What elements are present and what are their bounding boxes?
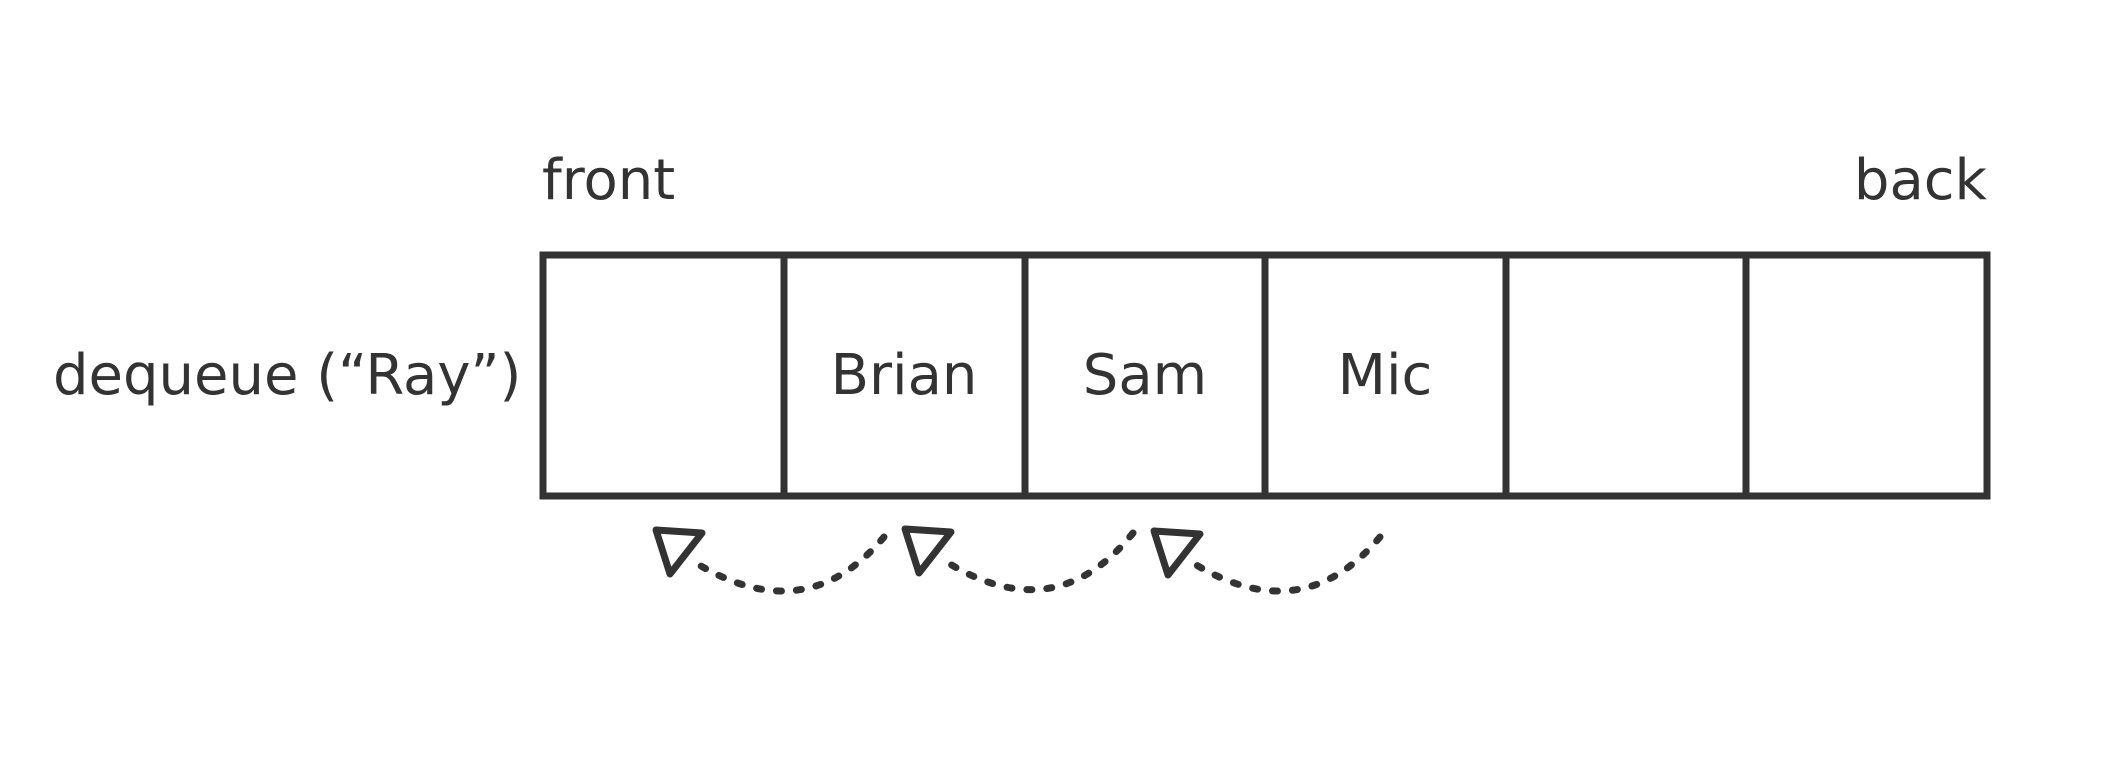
cell-3-text: Mic bbox=[1337, 343, 1433, 408]
shift-arrow-2 bbox=[901, 525, 1137, 594]
operation-label: dequeue (“Ray”) bbox=[53, 343, 522, 408]
shift-arrow-1 bbox=[652, 526, 888, 595]
back-label: back bbox=[1853, 148, 1987, 213]
shift-arrows bbox=[652, 525, 1384, 595]
shift-arrow-3 bbox=[1150, 527, 1384, 595]
front-label: front bbox=[542, 148, 676, 213]
cell-1-text: Brian bbox=[830, 343, 978, 408]
cell-dividers bbox=[780, 255, 1750, 496]
cell-2-text: Sam bbox=[1082, 343, 1208, 408]
